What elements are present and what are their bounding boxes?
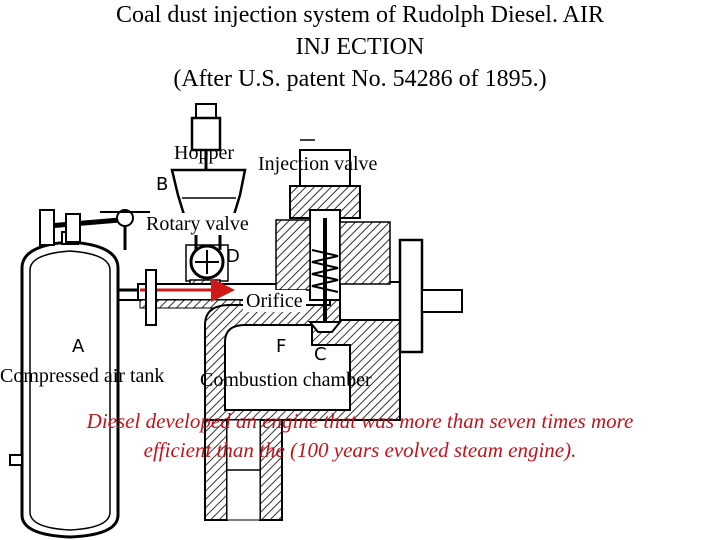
lever-assembly-drawing xyxy=(39,209,150,250)
letter-c-label: C xyxy=(314,344,327,365)
letter-d-label: D xyxy=(226,246,240,267)
combustion-chamber-label: Combustion chamber xyxy=(200,369,372,391)
hopper-label: Hopper xyxy=(174,142,234,164)
orifice-label: Orifice xyxy=(243,290,306,312)
rotary-valve-label: Rotary valve xyxy=(143,213,252,235)
caption-line-1: Diesel developed an engine that was more… xyxy=(86,409,634,433)
caption-line-2: efficient than the (100 years evolved st… xyxy=(143,438,577,462)
title-line-3: (After U.S. patent No. 54286 of 1895.) xyxy=(173,66,547,92)
letter-f-label: F xyxy=(276,336,286,357)
title-line-2: INJ ECTION xyxy=(295,34,425,60)
injection-valve-label: Injection valve xyxy=(258,153,378,175)
injection-valve-drawing xyxy=(275,139,391,333)
engine-block-drawing xyxy=(204,238,463,521)
compressed-air-tank-label: Compressed air tank xyxy=(0,365,165,387)
title-line-1: Coal dust injection system of Rudolph Di… xyxy=(116,2,604,28)
letter-a-label: A xyxy=(72,336,85,357)
letter-b-label: B xyxy=(156,174,168,195)
